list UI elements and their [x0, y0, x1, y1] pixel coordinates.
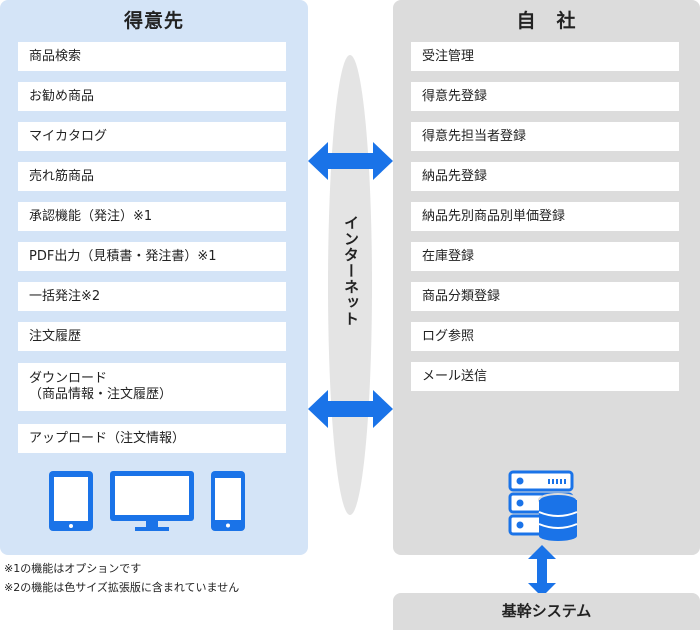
server-database-icon	[508, 470, 578, 541]
company-feature-item: 商品分類登録	[411, 282, 679, 311]
company-feature-item: 得意先担当者登録	[411, 122, 679, 151]
double-arrow-icon	[308, 390, 393, 428]
core-system-box: 基幹システム	[393, 593, 700, 630]
company-feature-item: メール送信	[411, 362, 679, 391]
smartphone-icon	[211, 471, 245, 531]
customer-feature-item: 承認機能（発注）※1	[18, 202, 286, 231]
customer-feature-item: 注文履歴	[18, 322, 286, 351]
tablet-icon	[49, 471, 93, 531]
internet-label: インターネット	[342, 215, 360, 327]
company-feature-item: 得意先登録	[411, 82, 679, 111]
customer-feature-item: 一括発注※2	[18, 282, 286, 311]
company-panel-title: 自 社	[516, 10, 577, 32]
company-feature-item: 納品先別商品別単価登録	[411, 202, 679, 231]
company-feature-item: 在庫登録	[411, 242, 679, 271]
double-arrow-icon	[528, 545, 556, 597]
customer-feature-item: 商品検索	[18, 42, 286, 71]
customer-feature-item: アップロード（注文情報）	[18, 424, 286, 453]
footnote: ※1の機能はオプションです	[4, 562, 142, 575]
monitor-icon	[110, 471, 194, 531]
company-feature-item: 受注管理	[411, 42, 679, 71]
internet-band	[328, 55, 372, 515]
customer-feature-item: マイカタログ	[18, 122, 286, 151]
customer-feature-item: PDF出力（見積書・発注書）※1	[18, 242, 286, 271]
company-feature-item: 納品先登録	[411, 162, 679, 191]
customer-feature-item: ダウンロード （商品情報・注文履歴）	[18, 363, 286, 411]
footnote: ※2の機能は色サイズ拡張版に含まれていません	[4, 581, 240, 594]
double-arrow-icon	[308, 142, 393, 180]
customer-panel-title: 得意先	[123, 10, 184, 32]
customer-feature-item: 売れ筋商品	[18, 162, 286, 191]
customer-feature-item: お勧め商品	[18, 82, 286, 111]
company-feature-item: ログ参照	[411, 322, 679, 351]
